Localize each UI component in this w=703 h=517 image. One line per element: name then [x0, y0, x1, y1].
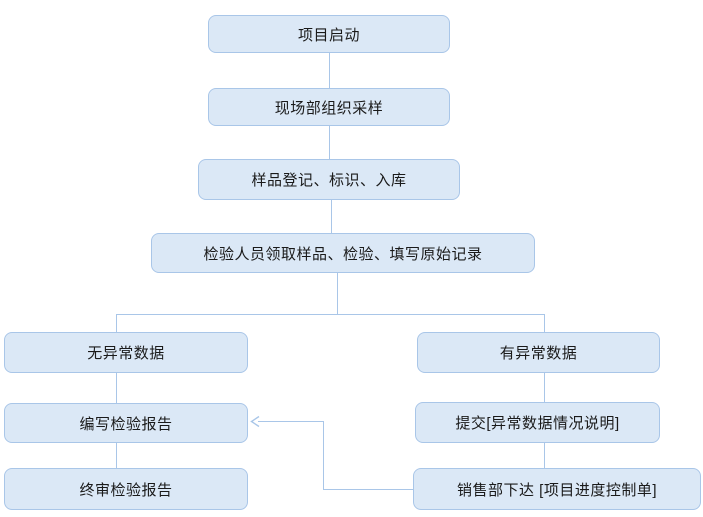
flow-node-write-report: 编写检验报告	[4, 403, 248, 443]
connector-write-report-to-final-review	[116, 443, 117, 468]
feedback-line-vertical-segment	[323, 421, 324, 490]
connector-submit-note-to-sales-issue	[544, 443, 545, 468]
flow-node-abnormal-data: 有异常数据	[417, 332, 660, 373]
connector-start-to-sampling	[329, 53, 330, 88]
flow-node-submit-abnormal-note: 提交[异常数据情况说明]	[415, 402, 660, 443]
connector-branch-to-abnormal	[544, 314, 545, 332]
flow-node-no-abnormal-data: 无异常数据	[4, 332, 248, 373]
connector-branch-to-no-abnormal	[116, 314, 117, 332]
connector-sampling-to-register	[329, 126, 330, 159]
flow-node-sales-issue-control-sheet: 销售部下达 [项目进度控制单]	[413, 468, 701, 510]
flow-node-inspect: 检验人员领取样品、检验、填写原始记录	[151, 233, 535, 273]
feedback-line-top-segment	[258, 421, 324, 422]
connector-register-to-inspect	[331, 200, 332, 233]
connector-abnormal-to-submit-note	[544, 373, 545, 402]
feedback-line-bottom-segment	[323, 489, 413, 490]
flow-node-sampling: 现场部组织采样	[208, 88, 450, 126]
connector-inspect-to-branch	[337, 273, 338, 314]
connector-branch-horizontal	[116, 314, 545, 315]
flow-node-register: 样品登记、标识、入库	[198, 159, 460, 200]
arrowhead-left-icon	[250, 415, 260, 428]
connector-no-abnormal-to-write-report	[116, 373, 117, 403]
flow-node-final-review: 终审检验报告	[4, 468, 248, 510]
flow-node-start: 项目启动	[208, 15, 450, 53]
